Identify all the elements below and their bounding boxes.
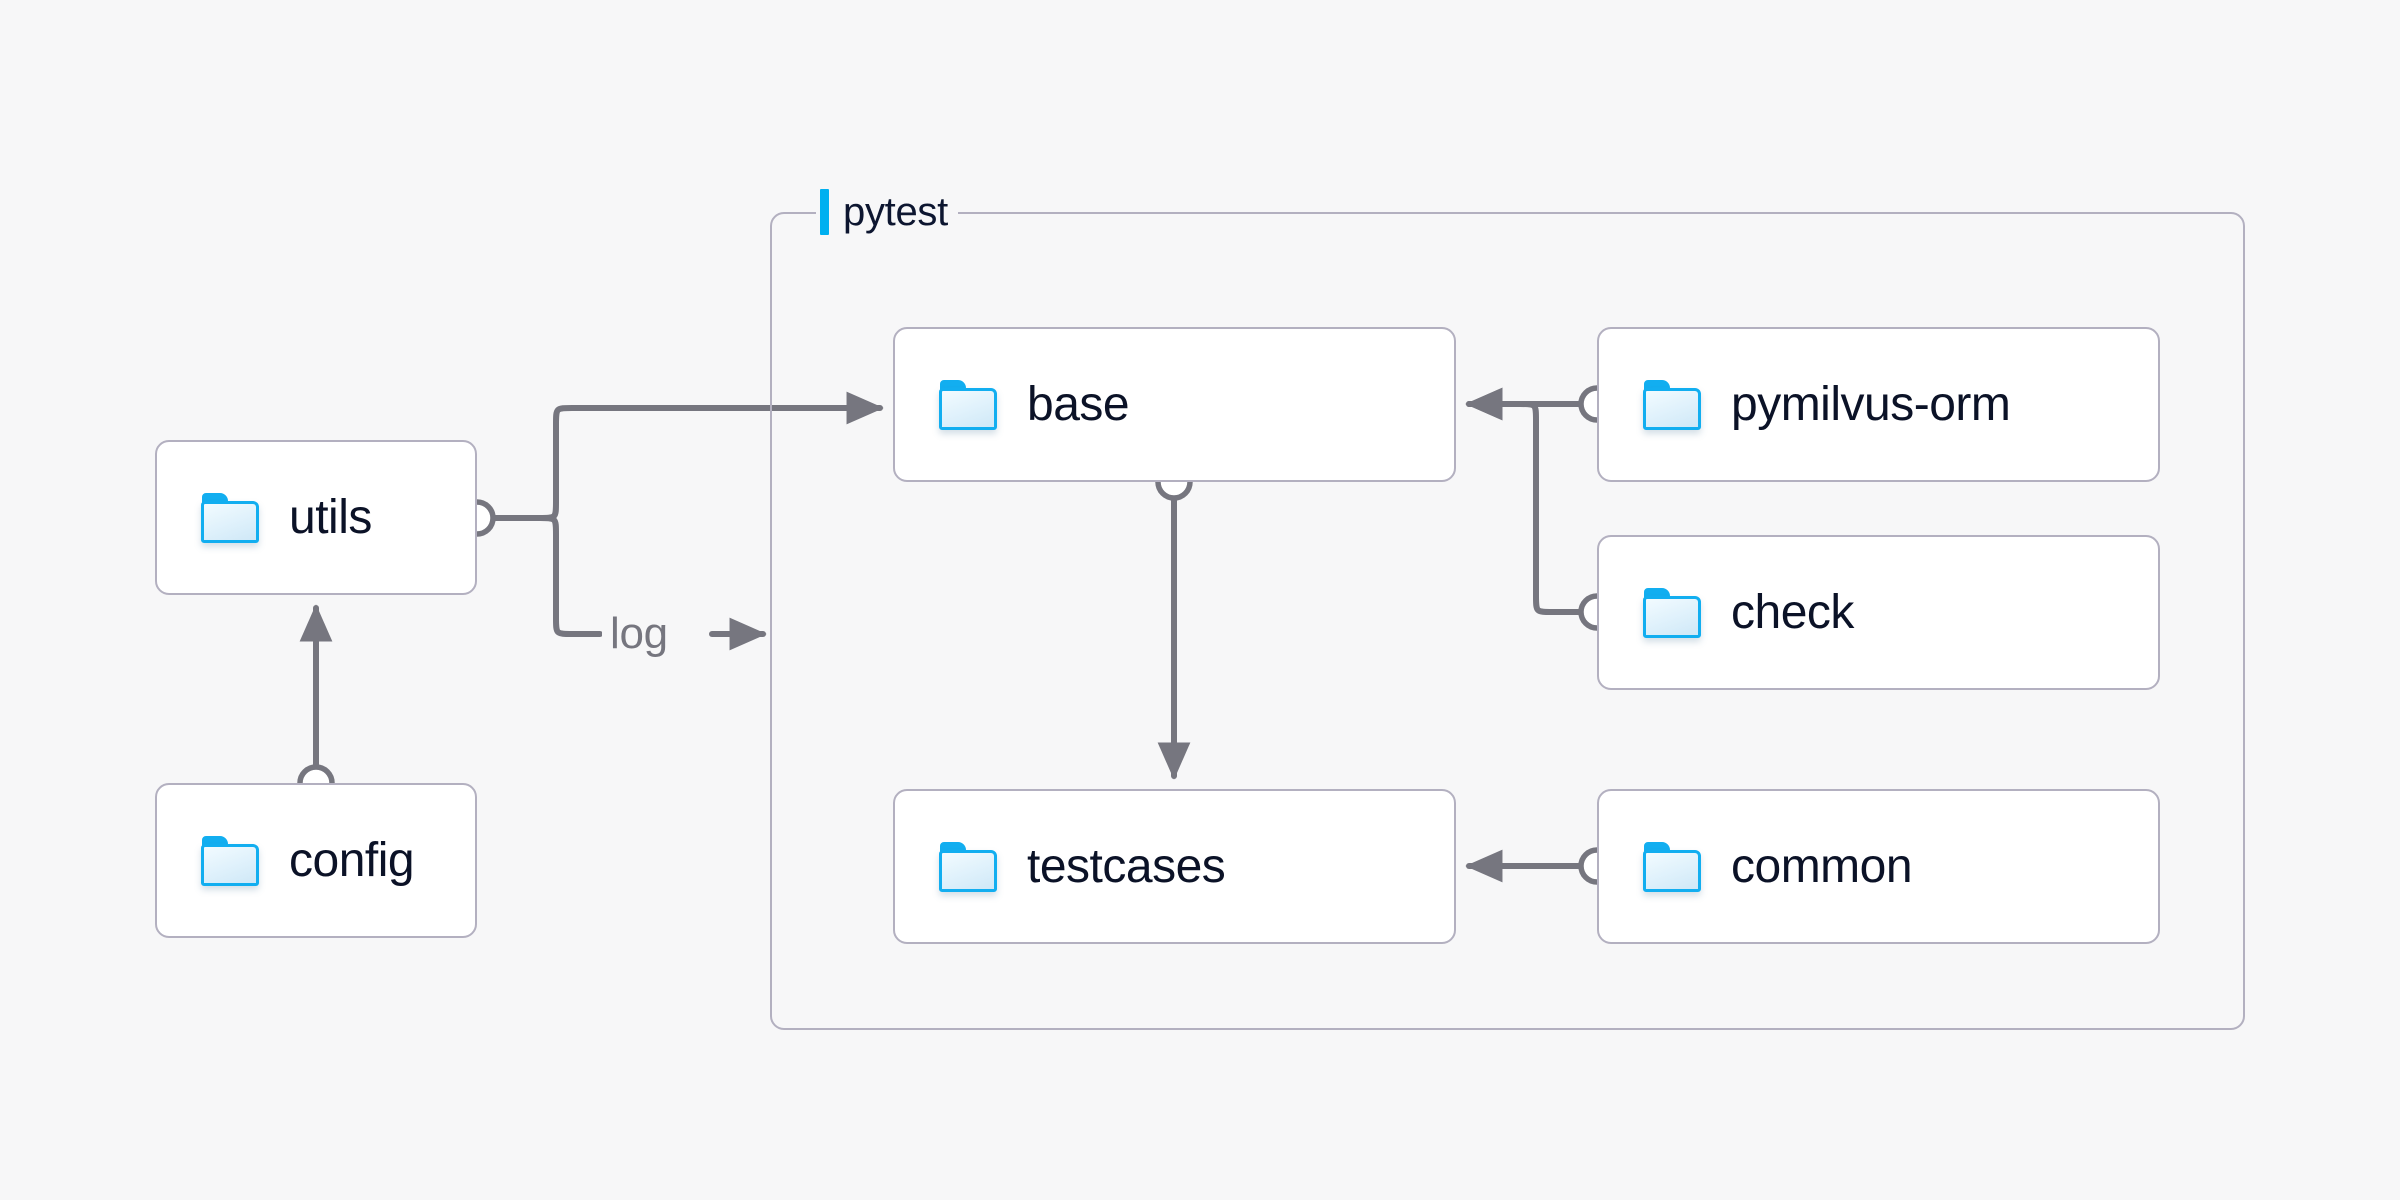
edge-utils-to-log-a xyxy=(537,515,603,637)
node-base[interactable]: base xyxy=(893,327,1456,482)
folder-icon xyxy=(939,841,997,892)
node-label-testcases: testcases xyxy=(1027,839,1226,893)
node-utils[interactable]: utils xyxy=(155,440,477,595)
folder-icon xyxy=(201,492,259,543)
edge-label-log: log xyxy=(602,612,676,656)
folder-icon xyxy=(1643,379,1701,430)
node-label-check: check xyxy=(1731,585,1854,639)
node-common[interactable]: common xyxy=(1597,789,2160,944)
node-config[interactable]: config xyxy=(155,783,477,938)
pytest-group-title: pytest xyxy=(843,189,948,234)
pytest-group-title-wrap: pytest xyxy=(816,189,958,235)
folder-icon xyxy=(1643,841,1701,892)
node-label-base: base xyxy=(1027,377,1130,431)
node-check[interactable]: check xyxy=(1597,535,2160,690)
node-testcases[interactable]: testcases xyxy=(893,789,1456,944)
node-pymilvus-orm[interactable]: pymilvus-orm xyxy=(1597,327,2160,482)
folder-icon xyxy=(201,835,259,886)
folder-icon xyxy=(939,379,997,430)
node-label-pymilvus-orm: pymilvus-orm xyxy=(1731,377,2011,431)
node-label-config: config xyxy=(289,833,415,887)
node-label-utils: utils xyxy=(289,490,372,544)
pytest-group-container[interactable] xyxy=(770,212,2245,1030)
folder-icon xyxy=(1643,587,1701,638)
accent-bar-icon xyxy=(820,189,829,235)
node-label-common: common xyxy=(1731,839,1913,893)
